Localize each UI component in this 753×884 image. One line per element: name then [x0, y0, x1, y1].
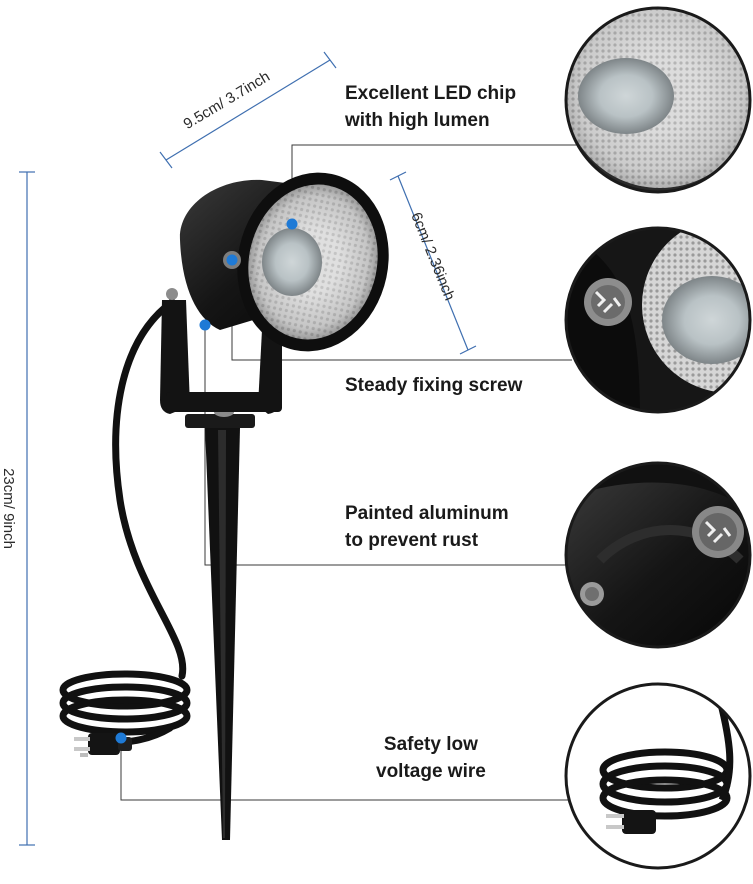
feature-led-chip: Excellent LED chip with high lumen — [345, 83, 517, 131]
feature-wire: Safety low voltage wire — [376, 734, 486, 782]
screw-closeup-icon — [564, 226, 752, 414]
dimension-height — [19, 171, 35, 846]
wire-closeup-icon — [564, 682, 752, 870]
power-cable — [59, 298, 191, 748]
dimension-head — [389, 171, 477, 355]
callout-dots — [115, 218, 298, 744]
feature-aluminum: Painted aluminum to prevent rust — [345, 503, 509, 551]
mounting-bracket — [160, 300, 282, 414]
aluminum-closeup-icon — [564, 461, 752, 649]
feature-fixing-screw: Steady fixing screw — [345, 375, 523, 396]
height-dimension-label: 23cm/ 9inch — [0, 468, 17, 549]
lamp-head — [166, 172, 389, 352]
dimension-width — [159, 51, 337, 169]
ground-spike — [185, 407, 255, 840]
led-chip-closeup-icon — [564, 6, 752, 194]
